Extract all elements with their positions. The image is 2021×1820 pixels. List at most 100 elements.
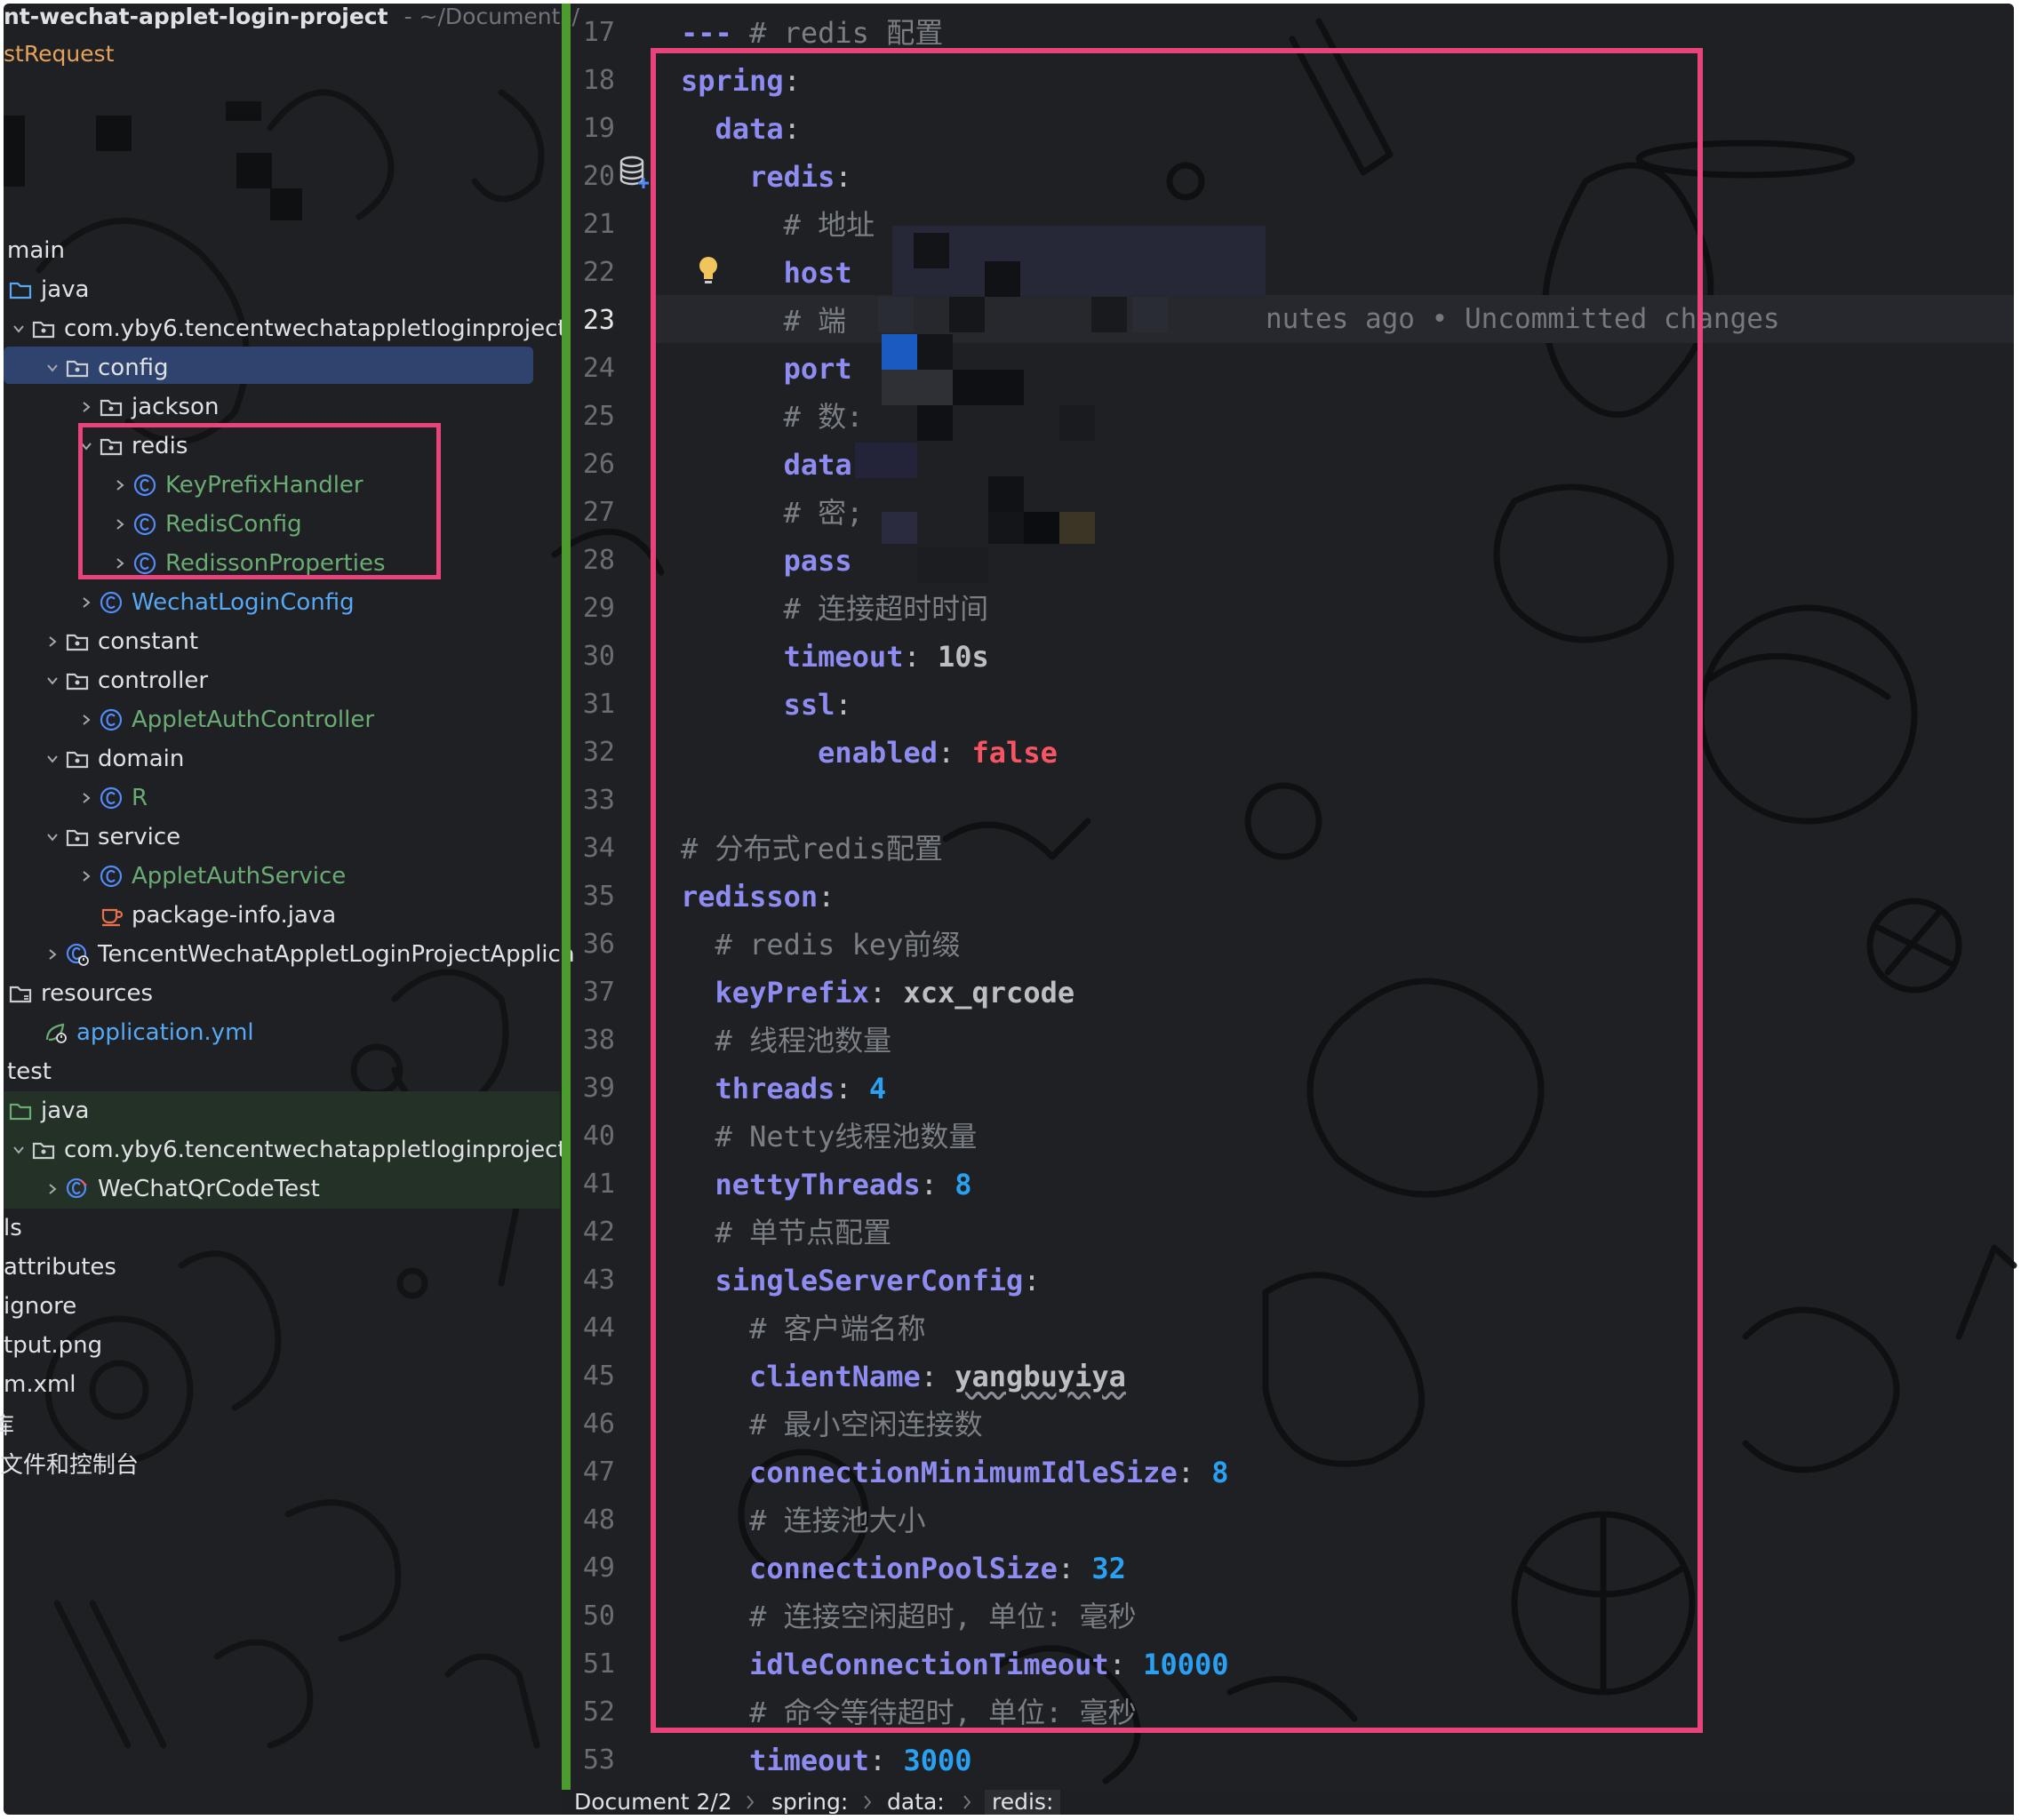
yaml-value: 10000 xyxy=(1143,1648,1229,1681)
tree-item-applet-auth-controller[interactable]: AppletAuthController xyxy=(75,700,374,739)
tree-item-wechat-qrcode-test[interactable]: WeChatQrCodeTest xyxy=(41,1169,320,1209)
tree-item-output-png[interactable]: tput.png xyxy=(4,1326,102,1365)
yaml-key: nettyThreads xyxy=(715,1168,921,1201)
chevron-right-icon[interactable] xyxy=(108,474,132,497)
chevron-right-icon[interactable] xyxy=(108,552,132,575)
tree-item-domain[interactable]: domain xyxy=(41,739,184,778)
source-folder-icon xyxy=(7,276,34,303)
colon: : xyxy=(1057,1552,1075,1585)
yaml-key: redisson xyxy=(681,880,819,914)
tree-item-scratches[interactable]: 文件和控制台 xyxy=(0,1443,139,1482)
breadcrumb-item-redis[interactable]: redis: xyxy=(985,1790,1061,1815)
code-line-29: # 连接超时时间 xyxy=(681,585,989,633)
breadcrumb-item-document[interactable]: Document 2/2 xyxy=(574,1789,732,1815)
code-line-23: # 端 xyxy=(681,297,847,345)
chevron-right-icon[interactable] xyxy=(41,630,64,653)
line-number: 34 xyxy=(582,833,615,864)
yaml-value: 4 xyxy=(868,1072,887,1106)
vcs-change-marker[interactable] xyxy=(562,4,571,1790)
yaml-value: 3000 xyxy=(903,1744,972,1777)
tree-item-controller[interactable]: controller xyxy=(41,661,208,700)
tree-item-redis[interactable]: redis xyxy=(75,427,188,466)
chevron-right-icon[interactable] xyxy=(41,943,64,966)
comment: # Netty线程池数量 xyxy=(715,1120,978,1153)
tree-item-package-info[interactable]: package-info.java xyxy=(98,896,336,935)
code-line-26: data xyxy=(681,441,852,489)
colon: : xyxy=(818,880,835,914)
breadcrumb-item-spring[interactable]: spring: xyxy=(771,1789,849,1815)
tree-item-r[interactable]: R xyxy=(75,778,148,818)
chevron-right-icon[interactable] xyxy=(75,591,98,614)
yaml-value: 10s xyxy=(937,640,989,674)
chevron-down-icon[interactable] xyxy=(7,317,30,340)
class-icon xyxy=(132,550,158,577)
chevron-down-icon[interactable] xyxy=(41,747,64,770)
tree-item-pom-xml[interactable]: m.xml xyxy=(4,1365,76,1404)
redaction-block xyxy=(988,512,1024,544)
lightbulb-icon[interactable] xyxy=(695,254,722,286)
code-line-28: pass xyxy=(681,537,852,585)
chevron-down-icon[interactable] xyxy=(75,435,98,458)
tree-item-service[interactable]: service xyxy=(41,818,180,857)
tree-item-application-class[interactable]: TencentWechatAppletLoginProjectApplica xyxy=(41,935,575,974)
database-icon[interactable] xyxy=(619,155,651,190)
breadcrumb-item-data[interactable]: data: xyxy=(887,1789,945,1815)
tree-label: main xyxy=(7,237,65,264)
tree-label: constant xyxy=(98,628,199,655)
tree-item-key-prefix-handler[interactable]: KeyPrefixHandler xyxy=(108,466,363,505)
tree-item-application-yml[interactable]: application.yml xyxy=(43,1013,254,1052)
project-panel: nt-wechat-applet-login-project- ~/Docume… xyxy=(0,4,579,1815)
yaml-key: redis xyxy=(749,160,835,194)
chevron-right-icon xyxy=(864,1795,872,1809)
code-line-19: data: xyxy=(681,105,801,153)
chevron-down-icon[interactable] xyxy=(41,669,64,692)
redaction-block xyxy=(917,547,988,583)
tree-label: redis xyxy=(132,433,188,459)
git-blame-annotation: nutes ago • Uncommitted changes xyxy=(1266,303,1780,335)
tree-item-gitattributes[interactable]: attributes xyxy=(4,1248,116,1287)
code-line-32: enabled: false xyxy=(681,729,1058,777)
tree-item-java[interactable]: java xyxy=(7,270,89,309)
tree-item-test-java[interactable]: java xyxy=(7,1091,89,1130)
tree-highlight-box xyxy=(78,423,441,579)
redaction-block xyxy=(882,370,953,405)
tree-item-applet-auth-service[interactable]: AppletAuthService xyxy=(75,857,346,896)
chevron-down-icon[interactable] xyxy=(41,356,64,379)
chevron-right-icon[interactable] xyxy=(108,513,132,536)
tree-item-redis-config[interactable]: RedisConfig xyxy=(108,505,302,544)
code-line-51: idleConnectionTimeout: 10000 xyxy=(681,1640,1229,1688)
tree-item-gitignore[interactable]: ignore xyxy=(4,1287,76,1326)
tree-item-constant[interactable]: constant xyxy=(41,622,198,661)
package-icon xyxy=(64,667,91,694)
yaml-key: clientName xyxy=(749,1360,921,1393)
tree-item-package[interactable]: com.yby6.tencentwechatappletloginproject xyxy=(7,309,567,348)
tree-item-external-libraries[interactable]: 库 xyxy=(0,1404,14,1443)
class-icon xyxy=(98,706,124,733)
chevron-right-icon[interactable] xyxy=(75,786,98,810)
redaction-block xyxy=(1059,512,1095,544)
run-configuration-label[interactable]: stRequest xyxy=(4,41,115,67)
redaction-block xyxy=(988,476,1024,512)
chevron-right-icon[interactable] xyxy=(75,708,98,731)
chevron-down-icon[interactable] xyxy=(41,826,64,849)
code-line-25: # 数: xyxy=(681,393,864,441)
tree-item-config[interactable]: config xyxy=(41,348,169,387)
tree-item-test-package[interactable]: com.yby6.tencentwechatappletloginproject xyxy=(7,1130,567,1169)
tree-item-test[interactable]: test xyxy=(7,1052,52,1091)
chevron-right-icon[interactable] xyxy=(75,865,98,888)
tree-label: com.yby6.tencentwechatappletloginproject xyxy=(64,315,567,342)
line-number: 24 xyxy=(582,353,615,384)
tree-item-ls[interactable]: ls xyxy=(4,1209,22,1248)
tree-item-jackson[interactable]: jackson xyxy=(75,387,219,427)
tree-item-wechat-login-config[interactable]: WechatLoginConfig xyxy=(75,583,355,622)
tree-item-main[interactable]: main xyxy=(7,231,65,270)
tree-item-redisson-properties[interactable]: RedissonProperties xyxy=(108,544,386,583)
line-number-current: 23 xyxy=(582,305,615,336)
tree-item-resources[interactable]: resources xyxy=(7,974,153,1013)
background-doodles xyxy=(4,18,2017,1784)
yaml-key: connectionMinimumIdleSize xyxy=(749,1456,1178,1489)
yaml-key: threads xyxy=(715,1072,835,1106)
chevron-down-icon[interactable] xyxy=(7,1138,30,1161)
chevron-right-icon[interactable] xyxy=(41,1177,64,1201)
chevron-right-icon[interactable] xyxy=(75,395,98,419)
